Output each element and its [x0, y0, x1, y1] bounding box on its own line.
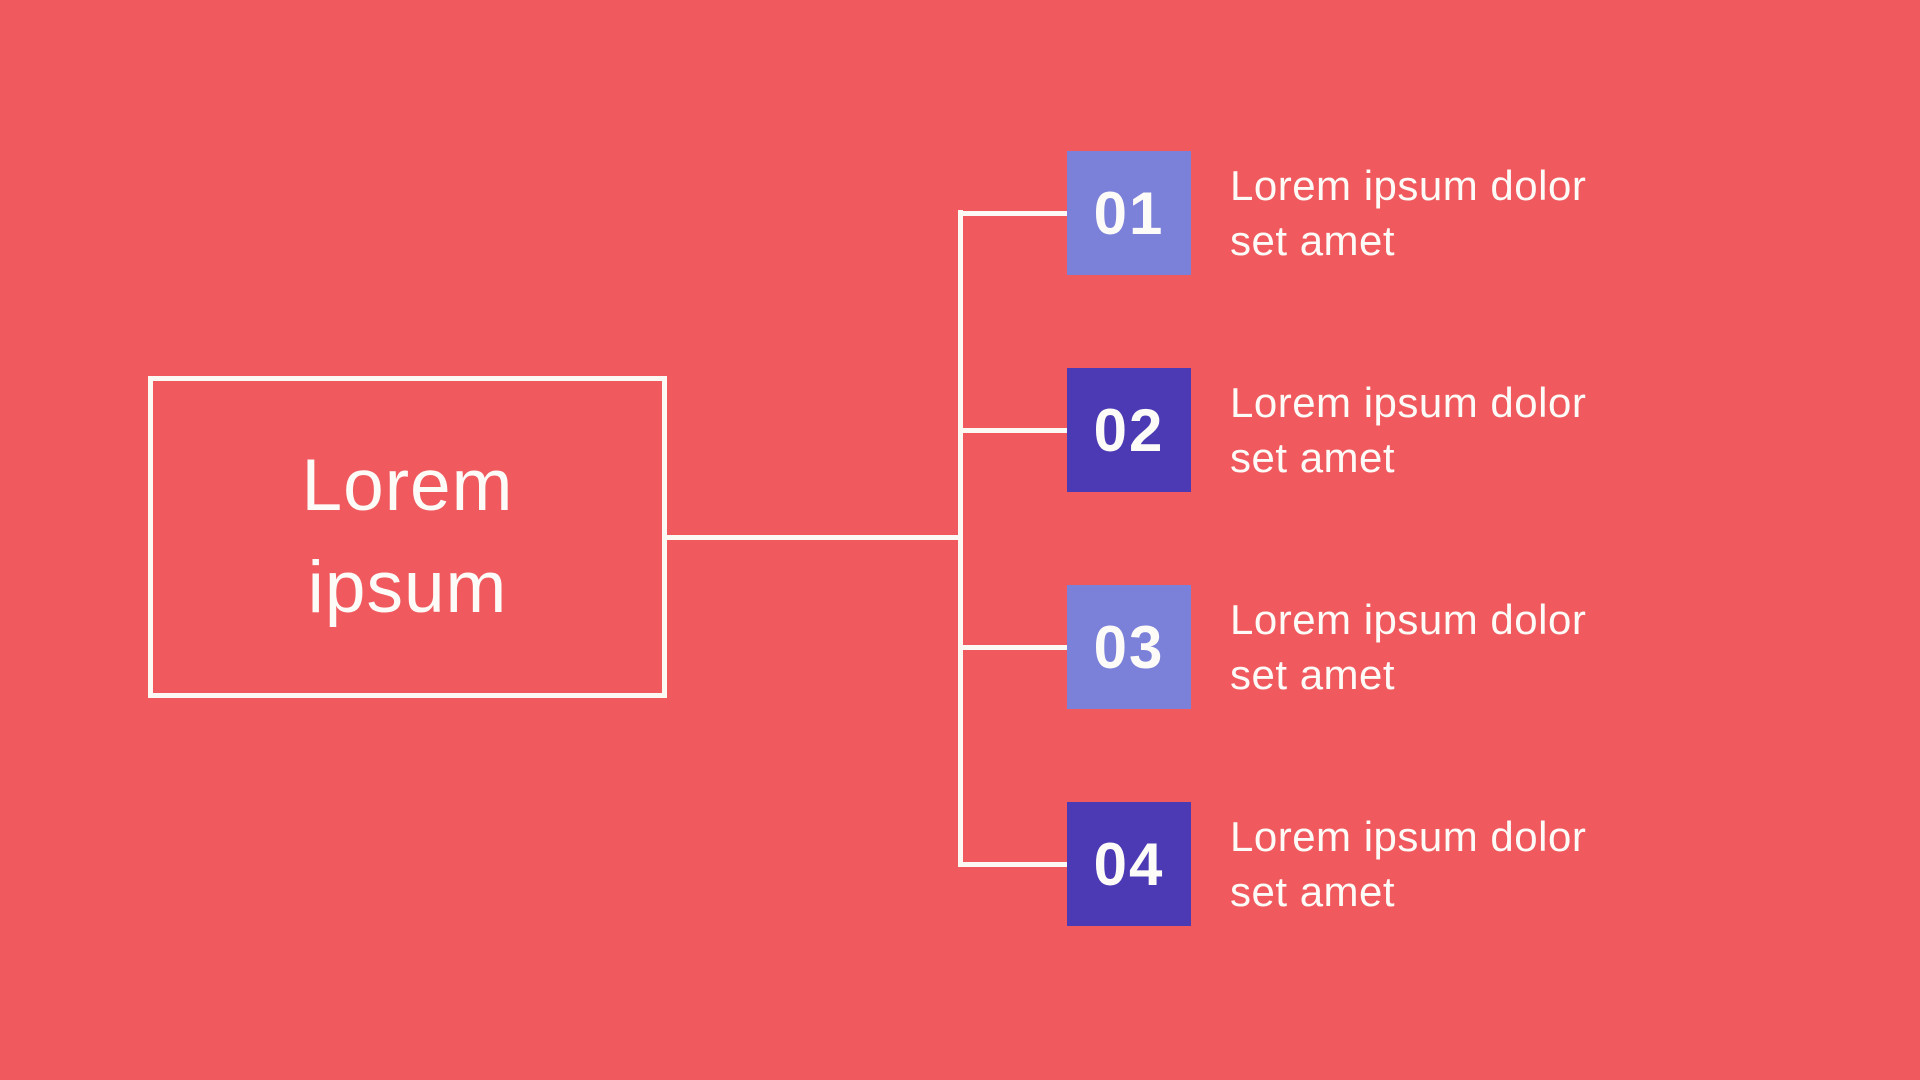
step-label-1-line-1: Lorem ipsum dolor: [1230, 162, 1587, 209]
branch-item-1: 01 Lorem ipsum dolor set amet: [958, 151, 1586, 275]
step-number-box-4: 04: [1067, 802, 1191, 926]
connector-branch-line-2: [958, 428, 1067, 433]
connector-branch-line-3: [958, 645, 1067, 650]
connector-main-line: [667, 535, 958, 540]
step-label-2-line-2: set amet: [1230, 434, 1396, 481]
connector-branch-line-1: [958, 211, 1067, 216]
step-label-4: Lorem ipsum dolor set amet: [1230, 809, 1586, 919]
step-label-4-line-1: Lorem ipsum dolor: [1230, 813, 1587, 860]
step-label-1: Lorem ipsum dolor set amet: [1230, 158, 1586, 268]
root-title-line-1: Lorem: [301, 445, 514, 526]
step-number-1: 01: [1093, 179, 1165, 247]
step-label-2: Lorem ipsum dolor set amet: [1230, 375, 1586, 485]
branch-list: 01 Lorem ipsum dolor set amet 02 Lorem i…: [958, 151, 1586, 926]
step-number-box-2: 02: [1067, 368, 1191, 492]
step-label-4-line-2: set amet: [1230, 868, 1396, 915]
step-label-2-line-1: Lorem ipsum dolor: [1230, 379, 1587, 426]
root-node: Lorem ipsum: [148, 376, 667, 698]
branch-item-4: 04 Lorem ipsum dolor set amet: [958, 802, 1586, 926]
step-label-3-line-1: Lorem ipsum dolor: [1230, 596, 1587, 643]
connector-branch-line-4: [958, 862, 1067, 867]
step-number-4: 04: [1093, 830, 1165, 898]
step-number-2: 02: [1093, 396, 1165, 464]
root-title-line-2: ipsum: [307, 547, 508, 628]
step-label-3-line-2: set amet: [1230, 651, 1396, 698]
root-node-title: Lorem ipsum: [302, 435, 514, 639]
connector-trunk-line: [958, 210, 963, 867]
step-number-box-1: 01: [1067, 151, 1191, 275]
branch-item-3: 03 Lorem ipsum dolor set amet: [958, 585, 1586, 709]
step-label-3: Lorem ipsum dolor set amet: [1230, 592, 1586, 702]
step-number-3: 03: [1093, 613, 1165, 681]
step-number-box-3: 03: [1067, 585, 1191, 709]
branch-item-2: 02 Lorem ipsum dolor set amet: [958, 368, 1586, 492]
step-label-1-line-2: set amet: [1230, 217, 1396, 264]
